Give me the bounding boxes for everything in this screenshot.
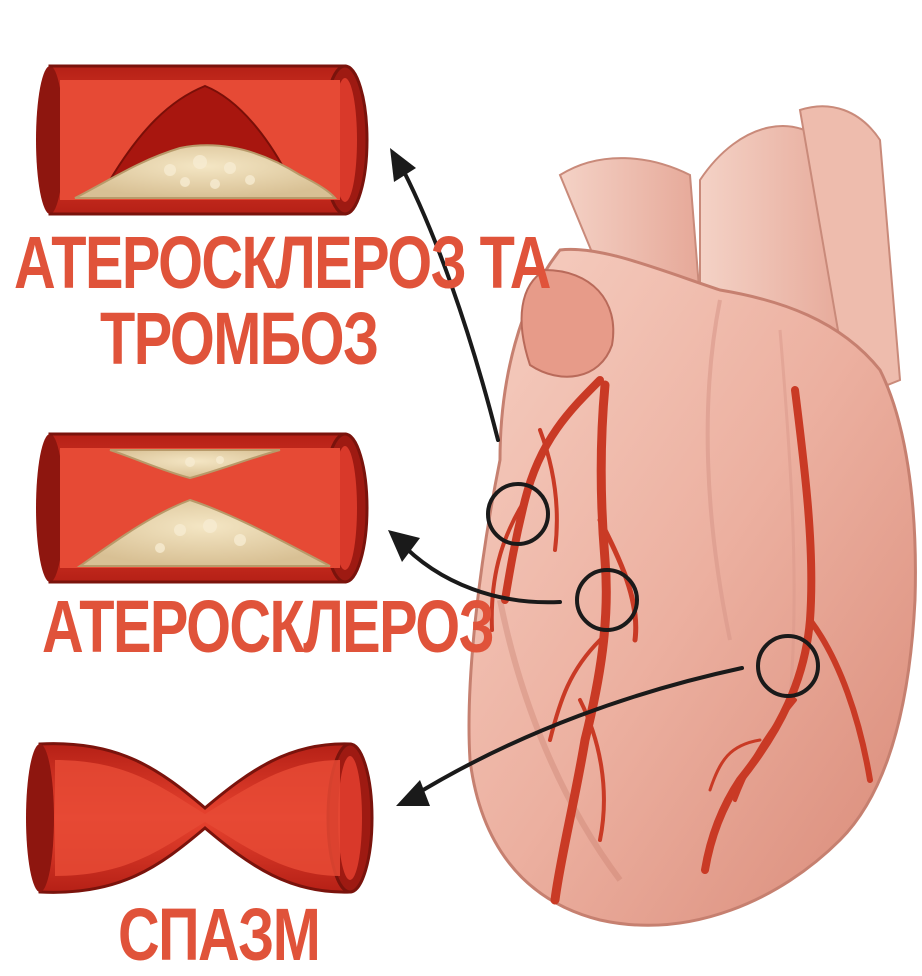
label-spasm: СПАЗМ (118, 898, 319, 972)
label-atherosclerosis-thrombosis-line2: ТРОМБОЗ (100, 302, 378, 376)
label-atherosclerosis-thrombosis-line1: АТЕРОСКЛЕРОЗ ТА (14, 226, 550, 300)
artery-cross-section-spasm (26, 744, 372, 893)
arrowhead-spasm (396, 780, 430, 806)
label-atherosclerosis: АТЕРОСКЛЕРОЗ (42, 590, 493, 664)
artery-cross-section-atherosclerosis (36, 434, 367, 582)
artery-cross-section-thrombosis (36, 66, 367, 214)
arrowhead-thrombosis (390, 148, 416, 182)
